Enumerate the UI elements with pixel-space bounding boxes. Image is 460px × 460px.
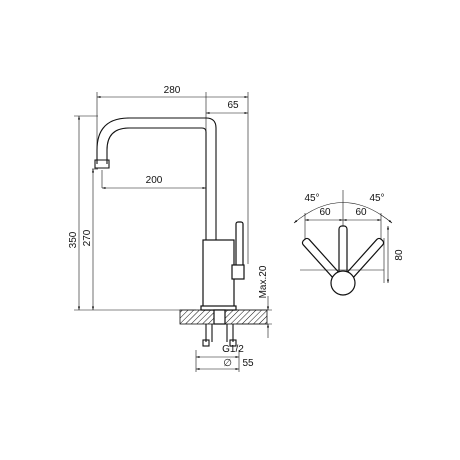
dim-angle-left-label: 45° <box>304 193 319 204</box>
svg-text:∅: ∅ <box>223 358 232 369</box>
dim-spout-offset-label: 65 <box>227 100 239 111</box>
dim-handle-right-label: 60 <box>355 207 367 218</box>
dimension-overall-height: 350 <box>68 116 81 310</box>
dim-handle-left-label: 60 <box>319 207 331 218</box>
handle-top-view <box>293 190 393 296</box>
faucet-side-view <box>74 92 272 372</box>
supply-hoses <box>205 324 234 342</box>
dimension-spout-height: 270 <box>82 169 95 310</box>
counter-top <box>179 309 216 325</box>
dim-hole-diameter-label: 55 <box>242 358 254 369</box>
dimension-hole-diameter: ∅ 55 <box>196 358 254 371</box>
dimension-thread: G1/2 <box>196 344 244 359</box>
dim-overall-width-label: 280 <box>164 85 181 96</box>
dim-reach-label: 200 <box>146 175 163 186</box>
dimension-spout-offset: 65 <box>206 100 248 115</box>
spout-body <box>96 117 217 240</box>
spout-outlet <box>94 159 110 169</box>
dim-spout-height-label: 270 <box>82 229 93 246</box>
dimension-max-thickness: Max.20 <box>258 265 270 338</box>
dim-angle-right-label: 45° <box>369 193 384 204</box>
dim-handle-height-label: 80 <box>394 249 405 261</box>
lever-handle <box>235 221 244 269</box>
diameter-symbol: ∅ <box>223 358 232 369</box>
dimension-overall-width: 280 <box>97 85 248 99</box>
handle-base <box>330 270 356 296</box>
dim-thread-label: G1/2 <box>222 344 244 355</box>
dimension-reach: 200 <box>102 175 206 190</box>
faucet-body <box>202 239 235 311</box>
dim-overall-height-label: 350 <box>68 231 79 248</box>
dim-max-thickness-label: Max.20 <box>258 265 269 298</box>
